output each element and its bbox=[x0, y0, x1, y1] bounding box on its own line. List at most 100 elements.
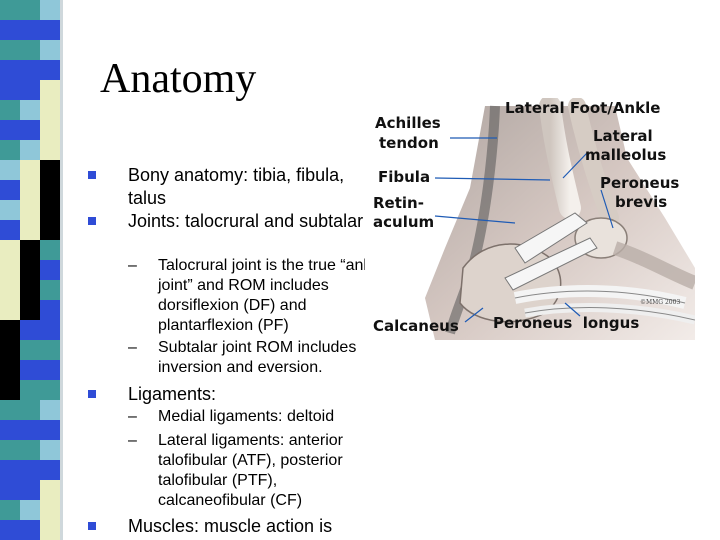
strip-tile bbox=[40, 440, 60, 460]
strip-tile bbox=[0, 500, 20, 520]
strip-tile bbox=[0, 120, 20, 140]
strip-tile bbox=[20, 440, 40, 460]
dash-bullet: – bbox=[128, 408, 137, 425]
strip-tile bbox=[20, 300, 40, 320]
bullet-text: Muscles: muscle action is bbox=[128, 516, 333, 536]
square-bullet-icon bbox=[88, 217, 96, 225]
figure-labels: Lateral Foot/Ankle Achilles tendon Later… bbox=[373, 99, 680, 335]
strip-tile bbox=[0, 380, 20, 400]
strip-tile bbox=[20, 100, 40, 120]
dash-bullet: – bbox=[128, 432, 137, 449]
strip-tile bbox=[40, 420, 60, 440]
strip-tile bbox=[0, 20, 20, 40]
label-calcaneus: Calcaneus bbox=[373, 317, 459, 335]
strip-tile bbox=[0, 160, 20, 180]
strip-tile bbox=[40, 460, 60, 480]
strip-tile bbox=[0, 300, 20, 320]
strip-tile bbox=[20, 40, 40, 60]
strip-tile bbox=[40, 0, 60, 20]
strip-tile bbox=[20, 0, 40, 20]
strip-edge bbox=[60, 0, 63, 540]
strip-tile bbox=[0, 100, 20, 120]
strip-tile bbox=[0, 80, 20, 100]
strip-tile bbox=[40, 80, 60, 100]
label-fibula: Fibula bbox=[378, 168, 430, 186]
sub-bullet-lateral-ligaments: – Lateral ligaments: anterior talofibula… bbox=[128, 431, 388, 511]
strip-tile bbox=[0, 360, 20, 380]
strip-tile bbox=[20, 520, 40, 540]
label-peroneus-brevis-line2: brevis bbox=[615, 193, 667, 211]
strip-tile bbox=[40, 260, 60, 280]
strip-tile bbox=[20, 280, 40, 300]
strip-tile bbox=[40, 480, 60, 500]
bullet-text: Joints: talocrural and subtalar bbox=[128, 211, 364, 231]
ankle-drawing bbox=[425, 98, 695, 340]
strip-tile bbox=[40, 340, 60, 360]
strip-tile bbox=[20, 320, 40, 340]
strip-tile bbox=[40, 400, 60, 420]
strip-tile bbox=[0, 320, 20, 340]
sub-bullet-text: Subtalar joint ROM includes inversion an… bbox=[158, 339, 357, 376]
strip-tile bbox=[0, 460, 20, 480]
sub-bullet-text: Lateral ligaments: anterior talofibular … bbox=[158, 432, 343, 509]
strip-tile bbox=[20, 340, 40, 360]
dash-bullet: – bbox=[128, 339, 137, 356]
strip-tile bbox=[40, 520, 60, 540]
sub-bullet-medial-ligaments: – Medial ligaments: deltoid bbox=[128, 407, 388, 427]
strip-tile bbox=[40, 60, 60, 80]
strip-tile bbox=[40, 240, 60, 260]
label-achilles-line2: tendon bbox=[379, 134, 439, 152]
copyright-text: ©MMG 2003 bbox=[640, 299, 680, 306]
strip-tile bbox=[40, 140, 60, 160]
leader-lines bbox=[434, 137, 614, 323]
strip-tile bbox=[0, 400, 20, 420]
strip-tile bbox=[20, 380, 40, 400]
bullet-text: Ligaments: bbox=[128, 384, 217, 404]
strip-tile bbox=[0, 180, 20, 200]
strip-tile bbox=[0, 200, 20, 220]
strip-tile bbox=[20, 240, 40, 260]
strip-tile bbox=[40, 220, 60, 240]
label-peroneus-brevis-line1: Peroneus bbox=[600, 174, 679, 192]
decorative-color-strip bbox=[0, 0, 63, 540]
strip-tile bbox=[0, 140, 20, 160]
strip-tile bbox=[20, 60, 40, 80]
sub-bullet-subtalar: – Subtalar joint ROM includes inversion … bbox=[128, 338, 388, 378]
strip-tile bbox=[40, 100, 60, 120]
strip-tile bbox=[20, 180, 40, 200]
bullet-text: Bony anatomy: tibia, fibula, talus bbox=[128, 165, 345, 208]
strip-tile bbox=[40, 20, 60, 40]
bullet-bony-anatomy: Bony anatomy: tibia, fibula, talus bbox=[88, 164, 368, 210]
strip-tile bbox=[40, 280, 60, 300]
strip-tile bbox=[20, 80, 40, 100]
label-retinaculum-line1: Retin- bbox=[373, 194, 424, 212]
label-peroneus-longus: Peroneus longus bbox=[493, 314, 639, 332]
square-bullet-icon bbox=[88, 522, 96, 530]
figure-title: Lateral Foot/Ankle bbox=[505, 99, 660, 117]
strip-tile bbox=[40, 300, 60, 320]
strip-tile bbox=[40, 360, 60, 380]
strip-tile bbox=[40, 320, 60, 340]
strip-tile bbox=[0, 480, 20, 500]
strip-tile bbox=[0, 260, 20, 280]
bullet-joints: Joints: talocrural and subtalar bbox=[88, 210, 368, 233]
strip-tile bbox=[40, 500, 60, 520]
sub-bullet-text: Talocrural joint is the true “ankle join… bbox=[158, 257, 384, 334]
strip-tile bbox=[40, 120, 60, 140]
strip-tile bbox=[20, 460, 40, 480]
strip-tile bbox=[20, 120, 40, 140]
sub-bullet-text: Medial ligaments: deltoid bbox=[158, 408, 335, 425]
strip-tile bbox=[20, 260, 40, 280]
strip-tile bbox=[20, 400, 40, 420]
bullet-muscles: Muscles: muscle action is bbox=[88, 515, 368, 538]
strip-tile bbox=[20, 480, 40, 500]
strip-tile bbox=[20, 140, 40, 160]
strip-tile bbox=[40, 380, 60, 400]
strip-tile bbox=[20, 20, 40, 40]
strip-tile bbox=[20, 360, 40, 380]
strip-tile bbox=[0, 520, 20, 540]
strip-tile bbox=[0, 0, 20, 20]
ankle-anatomy-illustration: Lateral Foot/Ankle Achilles tendon Later… bbox=[365, 98, 695, 340]
strip-tile bbox=[0, 340, 20, 360]
label-lateral-malleolus-line2: malleolus bbox=[585, 146, 666, 164]
